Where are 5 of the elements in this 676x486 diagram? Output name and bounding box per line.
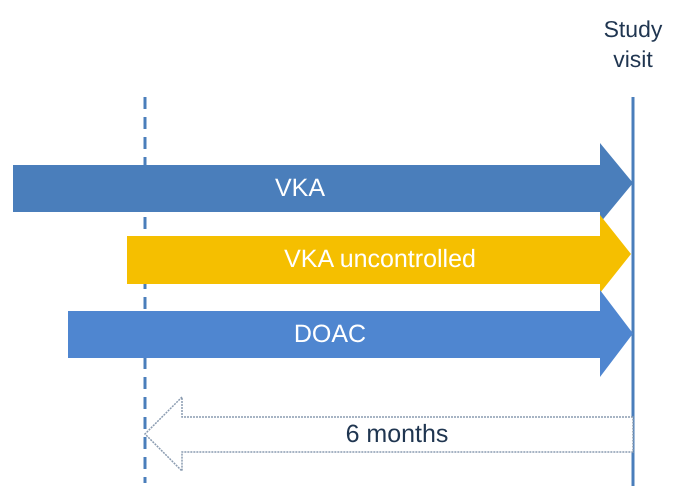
timeline-label: Study visit	[602, 15, 664, 74]
arrow-label: VKA uncontrolled	[284, 247, 476, 272]
arrow-label: 6 months	[346, 422, 448, 446]
arrow-label: VKA	[274, 176, 326, 200]
arrow-label: DOAC	[294, 322, 366, 346]
